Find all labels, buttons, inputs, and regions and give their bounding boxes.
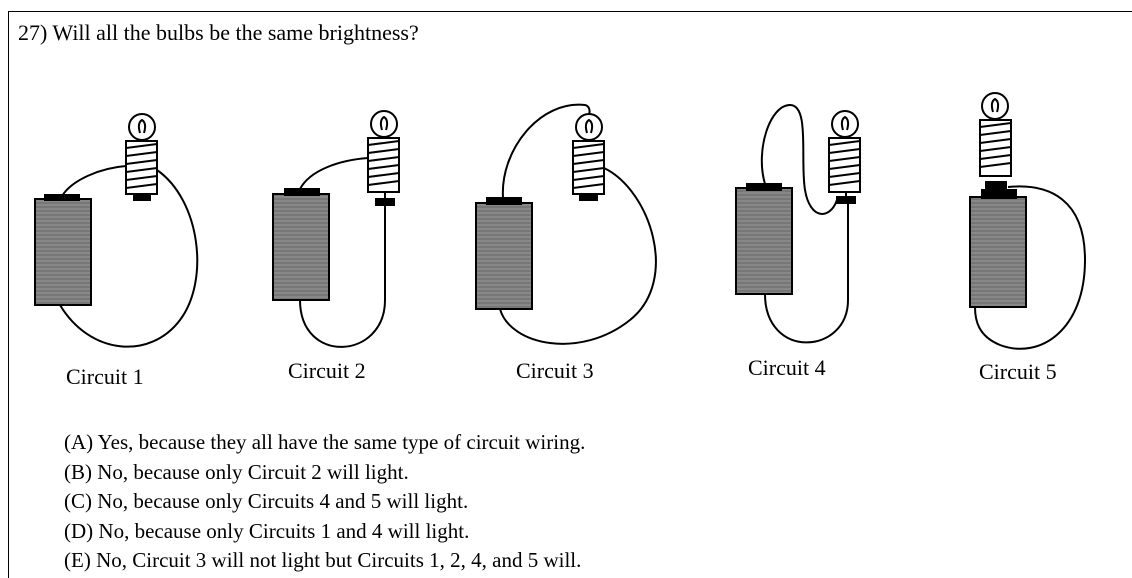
circuit-3-battery <box>475 202 533 310</box>
circuit-1-wire-top <box>61 165 127 197</box>
circuit-2-label: Circuit 2 <box>288 358 366 383</box>
circuit-2-wire-top <box>299 157 369 190</box>
answer-options: (A) Yes, because they all have the same … <box>64 428 585 576</box>
option-b: (B) No, because only Circuit 2 will ligh… <box>64 459 409 484</box>
circuit-3-bulb <box>572 113 605 201</box>
circuit-4-wire-top <box>760 103 838 215</box>
circuit-4-wire-loop <box>764 203 849 344</box>
circuit-1 <box>34 113 199 348</box>
panel-border-left <box>8 11 9 578</box>
circuit-5-battery-terminal <box>981 189 1017 199</box>
circuit-1-bulb <box>125 113 158 201</box>
circuit-3-label: Circuit 3 <box>516 358 594 383</box>
circuit-3-battery-terminal <box>486 197 522 205</box>
circuit-3-wire-top <box>501 103 591 199</box>
circuit-5-label: Circuit 5 <box>979 359 1057 384</box>
circuit-5-bulb <box>979 92 1012 191</box>
circuit-4 <box>735 103 861 344</box>
circuit-5 <box>969 92 1087 350</box>
circuit-2-bulb <box>367 110 400 206</box>
circuit-5-battery <box>969 196 1027 308</box>
circuit-2-wire-loop <box>299 205 386 348</box>
circuit-2-battery-terminal <box>284 188 320 196</box>
option-a: (A) Yes, because they all have the same … <box>64 430 586 454</box>
circuit-2 <box>272 110 400 348</box>
option-c: (C) No, because only Circuits 4 and 5 wi… <box>64 489 469 513</box>
circuit-4-battery <box>735 187 793 295</box>
question-text: 27) Will all the bulbs be the same brigh… <box>18 20 419 45</box>
option-d: (D) No, because only Circuits 1 and 4 wi… <box>64 518 470 543</box>
circuit-3 <box>475 103 657 345</box>
circuit-4-label: Circuit 4 <box>748 355 826 380</box>
circuit-3-wire-loop <box>499 167 657 345</box>
circuit-1-battery <box>34 198 92 306</box>
circuit-2-battery <box>272 193 330 301</box>
circuit-1-label: Circuit 1 <box>66 364 144 389</box>
option-e: (E) No, Circuit 3 will not light but Cir… <box>64 548 582 572</box>
panel-border-top <box>8 11 1132 12</box>
circuit-4-bulb <box>828 110 861 204</box>
circuit-4-battery-terminal <box>746 183 782 191</box>
circuit-1-wire-loop <box>59 169 199 348</box>
circuit-5-wire-loop <box>974 185 1087 350</box>
